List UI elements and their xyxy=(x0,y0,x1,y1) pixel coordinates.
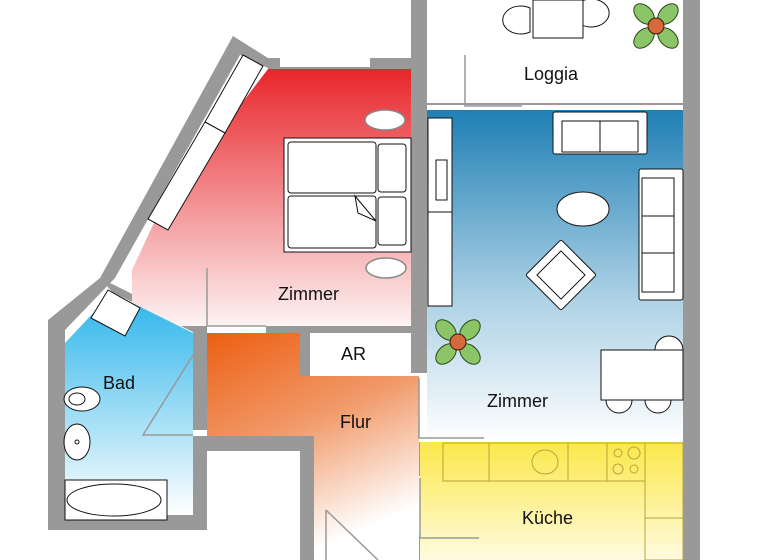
doors xyxy=(141,55,522,560)
bathroom-cabinet xyxy=(90,289,141,337)
label-storage: AR xyxy=(341,344,367,364)
room-kitchen xyxy=(420,442,683,560)
tv-cabinet xyxy=(427,117,453,307)
sofa-top xyxy=(552,111,648,155)
bathtub xyxy=(64,479,168,521)
label-kitchen: Küche xyxy=(522,508,574,528)
bedroom-window xyxy=(280,58,370,67)
room-bathroom xyxy=(65,293,193,515)
label-bedroom: Zimmer xyxy=(278,284,339,304)
sofa-right xyxy=(638,168,684,301)
label-living: Zimmer xyxy=(487,391,548,411)
lamp-bottom xyxy=(365,257,407,279)
lamp-top xyxy=(364,109,406,131)
label-bathroom: Bad xyxy=(103,373,136,393)
washbasin xyxy=(63,423,91,461)
kitchen-counter xyxy=(442,442,684,560)
dining-set xyxy=(600,335,684,414)
room-storage xyxy=(310,333,411,376)
plant-icon xyxy=(633,3,679,49)
plant-icon xyxy=(435,319,481,365)
wardrobe xyxy=(147,54,264,231)
armchair xyxy=(525,239,597,311)
room-hallway xyxy=(207,333,419,560)
toilet xyxy=(63,386,101,412)
label-hallway: Flur xyxy=(340,412,371,432)
loggia-table-set xyxy=(502,0,610,39)
double-bed xyxy=(283,137,412,253)
coffee-table xyxy=(556,191,610,227)
room-bedroom xyxy=(132,69,411,326)
label-loggia: Loggia xyxy=(524,64,579,84)
